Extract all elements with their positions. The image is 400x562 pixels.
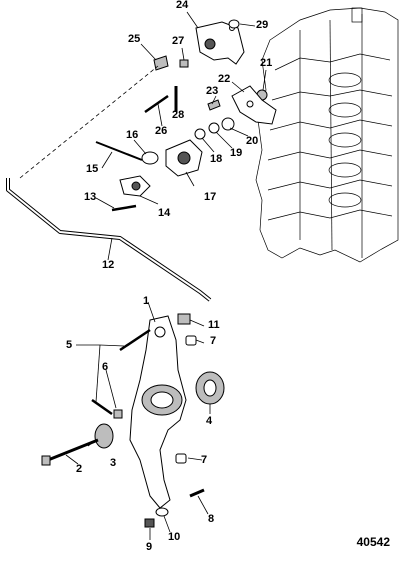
- spring-16: [141, 151, 159, 165]
- washer-18: [194, 128, 206, 140]
- bushing-7b: [175, 453, 187, 464]
- callout-2: 2: [76, 463, 83, 475]
- long-rod-12: [6, 178, 212, 302]
- callout-19: 19: [230, 147, 243, 159]
- bushing-19: [208, 122, 220, 134]
- callout-12: 12: [102, 259, 115, 271]
- bushing-7a: [185, 335, 197, 346]
- washer-29: [228, 19, 240, 29]
- callout-13: 13: [84, 191, 97, 203]
- bolt-2: [47, 438, 99, 462]
- callout-20: 20: [246, 135, 259, 147]
- callout-14: 14: [158, 207, 171, 219]
- washer-10: [155, 507, 169, 517]
- callout-23: 23: [206, 85, 219, 97]
- plate-22: [231, 85, 277, 125]
- nut-9: [144, 518, 155, 528]
- callout-7a: 7: [210, 335, 217, 347]
- callout-17: 17: [204, 191, 217, 203]
- screw-8: [189, 488, 205, 498]
- callout-15: 15: [86, 163, 99, 175]
- bolt-5a: [119, 328, 151, 352]
- callout-25: 25: [128, 33, 141, 45]
- callout-6: 6: [102, 361, 109, 373]
- callout-27: 27: [172, 35, 185, 47]
- bracket-plate: [195, 21, 245, 65]
- callout-26: 26: [155, 125, 168, 137]
- callout-24: 24: [176, 0, 189, 11]
- callout-3: 3: [110, 457, 117, 469]
- washer-20: [221, 117, 235, 131]
- leader-lines: [65, 11, 267, 540]
- nut-11: [177, 313, 191, 325]
- callout-29: 29: [256, 19, 269, 31]
- callout-5: 5: [66, 339, 73, 351]
- callout-10: 10: [168, 531, 181, 543]
- callout-8: 8: [208, 513, 215, 525]
- callout-7b: 7: [201, 454, 208, 466]
- dashed-leader-line: [19, 65, 159, 179]
- callout-22: 22: [218, 73, 231, 85]
- engine-block-outline: [255, 7, 399, 263]
- figure-number: 40542: [356, 535, 390, 549]
- callout-28: 28: [172, 109, 185, 121]
- link-rod-15: [95, 141, 143, 161]
- callout-18: 18: [210, 153, 223, 165]
- callout-16: 16: [126, 129, 139, 141]
- bolt-5b: [91, 398, 113, 416]
- callout-11: 11: [208, 319, 220, 331]
- screw-13: [111, 204, 137, 212]
- callout-4: 4: [206, 415, 213, 427]
- nut-27: [179, 59, 189, 68]
- screw-23: [207, 99, 221, 111]
- callout-21: 21: [260, 57, 273, 69]
- screw-26: [144, 94, 169, 114]
- callout-1: 1: [143, 295, 150, 307]
- nut-6: [113, 409, 123, 419]
- bushing-3: [94, 423, 114, 449]
- callout-9: 9: [146, 541, 153, 553]
